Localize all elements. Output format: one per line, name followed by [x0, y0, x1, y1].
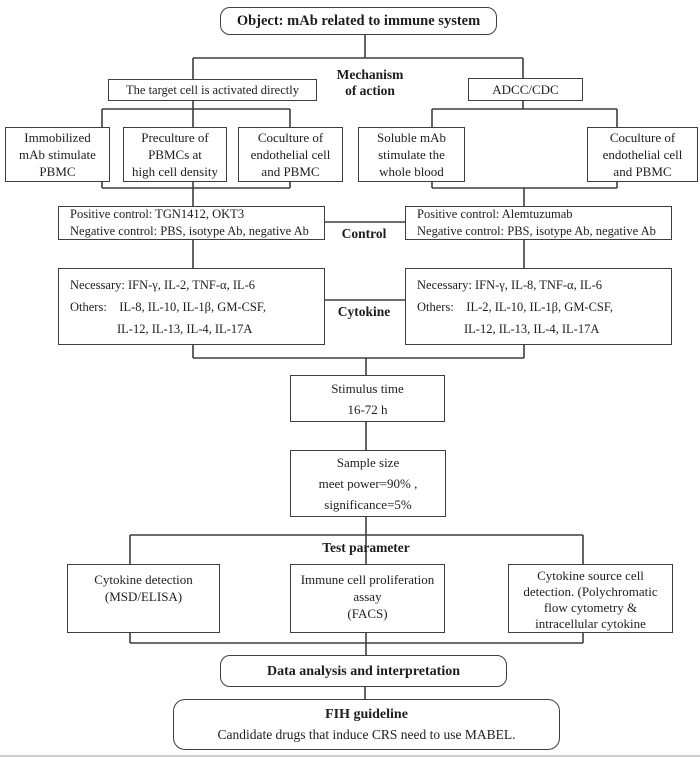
- cytokine-label-text: Cytokine: [337, 304, 391, 319]
- control-box-right: Positive control: Alemtuzumab Negative c…: [405, 206, 672, 240]
- method-immobilized-line3: PBMC: [39, 164, 76, 179]
- method-box-coculture-right: Coculture of endothelial cell and PBMC: [587, 127, 698, 182]
- cytokine-right-line1: Necessary: IFN-γ, IL-8, TNF-α, IL-6: [417, 277, 603, 292]
- test-source-cell-line1: Cytokine source cell: [537, 568, 644, 583]
- cytokine-right-line3: IL-12, IL-13, IL-4, IL-17A: [464, 321, 600, 336]
- cytokine-left-line3: IL-12, IL-13, IL-4, IL-17A: [117, 321, 253, 336]
- cytokine-label: Cytokine: [314, 304, 414, 320]
- test-proliferation-line1: Immune cell proliferation: [300, 572, 435, 587]
- test-proliferation-line2: assay: [353, 589, 382, 604]
- test-source-cell-line2: detection. (Polychromatic: [523, 584, 658, 599]
- test-source-cell-line4: intracellular cytokine: [535, 616, 646, 631]
- test-cytokine-detection-line2: (MSD/ELISA): [104, 589, 183, 604]
- control-box-left: Positive control: TGN1412, OKT3 Negative…: [58, 206, 325, 240]
- cytokine-box-left: Necessary: IFN-γ, IL-2, TNF-α, IL-6 Othe…: [58, 268, 325, 345]
- method-preculture-line1: Preculture of: [141, 130, 209, 145]
- method-coculture-left-line2: endothelial cell: [250, 147, 331, 162]
- mechanism-label: Mechanism of action: [320, 67, 420, 99]
- method-coculture-right-line3: and PBMC: [613, 164, 672, 179]
- stimulus-time-box: Stimulus time 16-72 h: [290, 375, 445, 422]
- sample-size-box: Sample size meet power=90% , significanc…: [290, 450, 446, 517]
- cytokine-left-line1: Necessary: IFN-γ, IL-2, TNF-α, IL-6: [70, 277, 256, 292]
- test-box-cytokine-detection: Cytokine detection (MSD/ELISA): [67, 564, 220, 633]
- method-coculture-left-line1: Coculture of: [257, 130, 324, 145]
- mechanism-label-line1: Mechanism: [336, 67, 404, 82]
- stimulus-line1: Stimulus time: [331, 380, 404, 396]
- method-immobilized-line2: mAb stimulate: [19, 147, 96, 162]
- cytokine-left-line2: Others: IL-8, IL-10, IL-1β, GM-CSF,: [70, 299, 266, 314]
- sample-line2: meet power=90% ,: [318, 476, 418, 491]
- method-coculture-right-line1: Coculture of: [609, 130, 676, 145]
- adcc-cdc-box: ADCC/CDC: [468, 78, 583, 101]
- cytokine-right-line2: Others: IL-2, IL-10, IL-1β, GM-CSF,: [417, 299, 613, 314]
- sample-line1: Sample size: [336, 455, 400, 470]
- method-box-coculture-left: Coculture of endothelial cell and PBMC: [238, 127, 343, 182]
- control-label: Control: [314, 226, 414, 242]
- connectors: [101, 35, 618, 699]
- data-analysis-box: Data analysis and interpretation: [220, 655, 507, 687]
- fih-guideline-title: FIH guideline: [325, 706, 408, 722]
- object-box-label: Object: mAb related to immune system: [236, 12, 481, 29]
- test-cytokine-detection-line1: Cytokine detection: [94, 572, 193, 587]
- method-soluble-line1: Soluble mAb: [377, 130, 446, 145]
- control-left-line2: Negative control: PBS, isotype Ab, negat…: [70, 224, 309, 238]
- test-parameter-label-text: Test parameter: [322, 540, 410, 555]
- target-cell-label: The target cell is activated directly: [126, 82, 299, 97]
- control-right-line1: Positive control: Alemtuzumab: [417, 207, 573, 221]
- method-preculture-line3: high cell density: [132, 164, 218, 179]
- method-soluble-line3: whole blood: [379, 164, 444, 179]
- test-proliferation-line3: (FACS): [347, 606, 388, 621]
- method-preculture-line2: PBMCs at: [148, 147, 202, 162]
- object-box: Object: mAb related to immune system: [220, 7, 497, 35]
- fih-guideline-text: Candidate drugs that induce CRS need to …: [217, 726, 516, 742]
- fih-guideline-box: FIH guideline Candidate drugs that induc…: [173, 699, 560, 750]
- test-parameter-label: Test parameter: [296, 540, 436, 556]
- image-bottom-border: [0, 755, 700, 757]
- target-cell-box: The target cell is activated directly: [108, 79, 317, 101]
- data-analysis-label: Data analysis and interpretation: [266, 663, 461, 679]
- method-coculture-left-line3: and PBMC: [261, 164, 320, 179]
- cytokine-box-right: Necessary: IFN-γ, IL-8, TNF-α, IL-6 Othe…: [405, 268, 672, 345]
- test-source-cell-line3: flow cytometry &: [543, 600, 638, 615]
- test-box-source-cell: Cytokine source cell detection. (Polychr…: [508, 564, 673, 633]
- method-box-immobilized-mab: Immobilized mAb stimulate PBMC: [5, 127, 110, 182]
- stimulus-line2: 16-72 h: [347, 401, 388, 417]
- method-soluble-line2: stimulate the: [378, 147, 445, 162]
- method-immobilized-line1: Immobilized: [24, 130, 91, 145]
- control-left-line1: Positive control: TGN1412, OKT3: [70, 207, 245, 221]
- control-right-line2: Negative control: PBS, isotype Ab, negat…: [417, 224, 656, 238]
- mechanism-label-line2: of action: [345, 83, 395, 98]
- sample-line3: significance=5%: [324, 497, 412, 512]
- method-box-soluble-mab: Soluble mAb stimulate the whole blood: [358, 127, 465, 182]
- method-coculture-right-line2: endothelial cell: [602, 147, 683, 162]
- test-box-proliferation-assay: Immune cell proliferation assay (FACS): [290, 564, 445, 633]
- method-box-preculture: Preculture of PBMCs at high cell density: [123, 127, 227, 182]
- adcc-cdc-label: ADCC/CDC: [492, 82, 559, 97]
- control-label-text: Control: [341, 226, 387, 241]
